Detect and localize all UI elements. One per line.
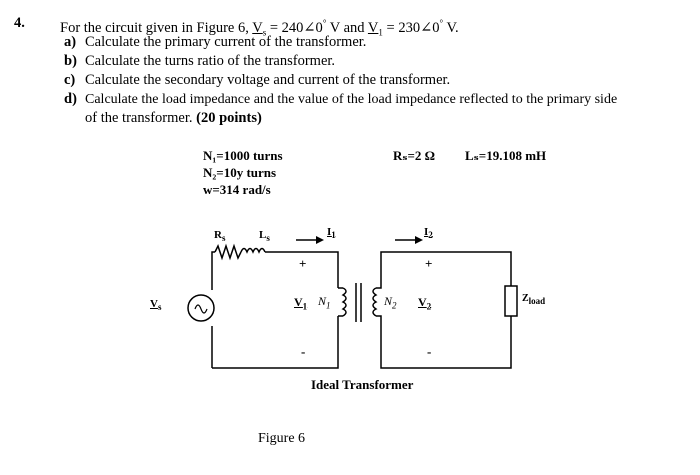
- part-d-cont: of the transformer.: [85, 110, 197, 126]
- param-ls: Lₛ=19.108 mH: [465, 148, 547, 163]
- inductor-ls: [240, 247, 266, 254]
- label-n1: N1: [318, 294, 331, 310]
- resistor-rs: [214, 243, 242, 261]
- part-b-text: Calculate the turns ratio of the transfo…: [85, 53, 336, 69]
- points: (20 points): [196, 110, 262, 126]
- label-minus-secondary: -: [427, 344, 432, 359]
- label-ideal-transformer: Ideal Transformer: [311, 377, 414, 392]
- primary-bottom-wire: [212, 316, 339, 369]
- ls-letter: L: [259, 229, 267, 241]
- label-minus-primary: -: [301, 344, 306, 359]
- part-d-text: Calculate the load impedance and the val…: [85, 92, 618, 107]
- i2-letter: I: [424, 226, 429, 238]
- ls-sub: s: [266, 233, 270, 244]
- vs-symbol: V: [252, 19, 263, 36]
- secondary-top-wire: [376, 251, 512, 289]
- v1-symbol: V: [367, 19, 379, 36]
- part-c-text: Calculate the secondary voltage and curr…: [85, 72, 451, 88]
- vs-value: = 240∠0: [266, 19, 323, 36]
- intro-text: For the circuit given in Figure 6,: [60, 19, 253, 36]
- n2-letter: N: [384, 294, 393, 308]
- param-rs: Rₛ=2 Ω: [393, 148, 436, 163]
- deg1: °: [322, 18, 327, 28]
- part-c-letter: c): [64, 72, 76, 88]
- zload-letter: Z: [522, 293, 529, 304]
- param-w: w=314 rad/s: [203, 182, 271, 197]
- label-plus-primary: +: [299, 256, 307, 271]
- deg2: °: [439, 18, 444, 28]
- param-n1: N₁=1000 turns: [203, 148, 283, 163]
- n1-label-sub: 1: [326, 300, 331, 311]
- v1-letter: V: [294, 295, 303, 309]
- label-i1: I1: [327, 226, 336, 240]
- load-impedance: [504, 285, 518, 317]
- i1-sub: 1: [331, 230, 336, 241]
- primary-coil: [341, 287, 347, 317]
- vs-label-sub: s: [157, 302, 162, 313]
- param-n2: N₂=10y turns: [203, 165, 277, 180]
- figure-caption: Figure 6: [258, 431, 306, 446]
- voltage-source: [187, 294, 215, 322]
- vs-sub: s: [262, 27, 267, 38]
- vs-unit: V and: [326, 19, 368, 36]
- rs-letter: R: [214, 229, 222, 241]
- label-i2: I2: [424, 226, 433, 240]
- v1-unit: V.: [443, 19, 459, 36]
- part-a-letter: a): [64, 34, 77, 50]
- label-v2: V2: [418, 295, 431, 311]
- part-d-letter: d): [64, 91, 77, 107]
- v1-value: = 230∠0: [382, 19, 440, 36]
- secondary-coil: [372, 287, 378, 317]
- part-a-text: Calculate the primary current of the tra…: [85, 34, 367, 50]
- label-vs: Vs: [150, 298, 161, 312]
- label-plus-secondary: +: [425, 256, 433, 271]
- source-sine: [194, 304, 208, 314]
- vs-letter: V: [150, 298, 158, 310]
- n1-letter: N: [318, 294, 327, 308]
- label-v1: V1: [294, 295, 307, 311]
- i2-sub: 2: [428, 230, 433, 241]
- part-b-letter: b): [64, 53, 77, 69]
- label-ls: Ls: [259, 229, 270, 243]
- v1-sub: 1: [378, 27, 383, 38]
- rs-sub: s: [221, 233, 226, 244]
- secondary-bottom-wire: [376, 315, 512, 369]
- primary-top-wire: [265, 251, 339, 288]
- label-zload: Zload: [522, 293, 545, 306]
- part-d-continuation: of the transformer. (20 points): [85, 110, 262, 127]
- question-intro: For the circuit given in Figure 6, Vs = …: [60, 15, 459, 42]
- v1-label-sub: 1: [302, 301, 308, 312]
- label-n2: N2: [384, 294, 397, 310]
- primary-left-wire: [211, 251, 215, 290]
- zload-sub: load: [528, 296, 546, 306]
- i1-letter: I: [327, 226, 332, 238]
- question-number: 4.: [14, 15, 25, 31]
- label-rs: Rs: [214, 229, 225, 243]
- v2-label-sub: 2: [426, 301, 432, 312]
- v2-letter: V: [418, 295, 427, 309]
- n2-label-sub: 2: [392, 300, 397, 311]
